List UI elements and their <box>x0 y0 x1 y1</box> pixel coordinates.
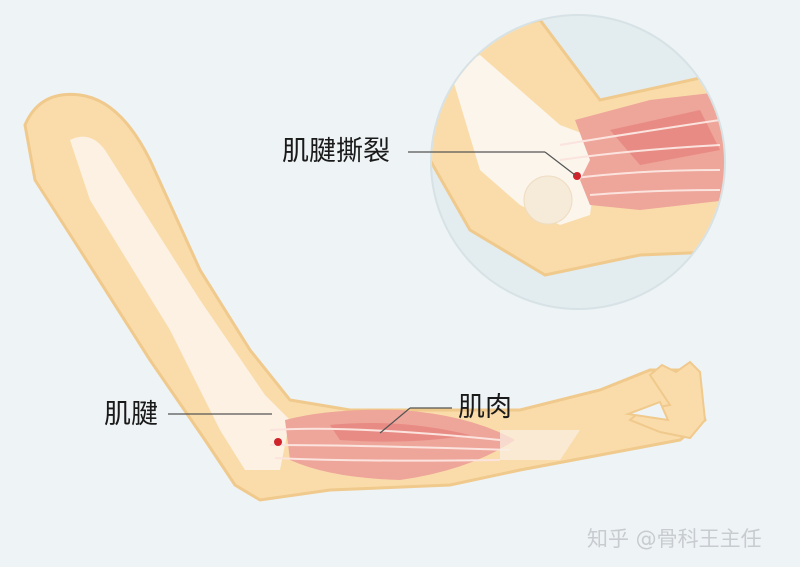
inset-zoom-circle <box>430 14 726 310</box>
main-arm <box>23 92 707 502</box>
tendon-label: 肌腱 <box>104 399 158 430</box>
tendon-tear-label: 肌腱撕裂 <box>282 136 390 167</box>
muscle-label: 肌肉 <box>458 392 512 423</box>
watermark: 知乎 @骨科王主任 <box>587 527 762 551</box>
